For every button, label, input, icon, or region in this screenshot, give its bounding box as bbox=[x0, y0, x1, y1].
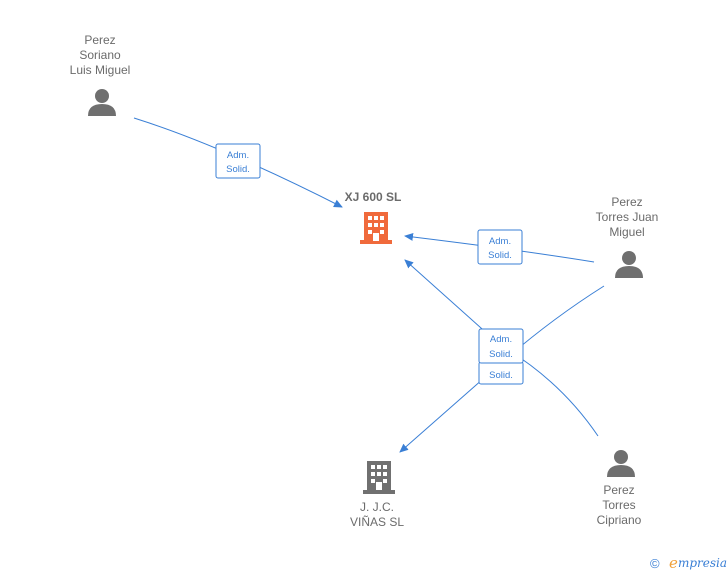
node-name-line2: Soriano bbox=[79, 48, 121, 62]
node-name-line2: Torres Juan bbox=[596, 210, 659, 224]
node-name-line3: Miguel bbox=[609, 225, 644, 239]
company-name-line2: VIÑAS SL bbox=[350, 515, 404, 529]
edge-label-juan-xj600: Adm. Solid. bbox=[477, 229, 523, 265]
node-name-line1: Perez bbox=[603, 483, 634, 497]
edge-label-soriano-xj600: Adm. Solid. bbox=[215, 143, 261, 179]
building-icon bbox=[363, 461, 395, 494]
edge-label-line2: Solid. bbox=[226, 164, 250, 175]
edge-label-cipriano-xj600: Adm. Solid. bbox=[478, 328, 524, 364]
company-name-line1: J. J.C. bbox=[360, 500, 394, 514]
node-xj600[interactable]: XJ 600 SL bbox=[345, 190, 402, 244]
edge-label-line1: Adm. bbox=[490, 334, 512, 345]
node-jjc-vinas[interactable]: J. J.C. VIÑAS SL bbox=[350, 461, 404, 529]
edge-label-line2: Solid. bbox=[488, 250, 512, 261]
company-name: XJ 600 SL bbox=[345, 190, 402, 204]
person-icon bbox=[607, 450, 635, 477]
edge-label-line1: Solid. bbox=[489, 370, 513, 381]
brand-name: mpresia bbox=[678, 556, 727, 570]
building-icon bbox=[360, 212, 392, 244]
node-name-line2: Torres bbox=[602, 498, 635, 512]
copyright-icon: © bbox=[650, 556, 660, 571]
person-icon bbox=[615, 251, 643, 278]
person-icon bbox=[88, 89, 116, 116]
brand-footer[interactable]: © e mpresia bbox=[650, 554, 727, 572]
node-name-line3: Luis Miguel bbox=[70, 63, 131, 77]
node-name-line1: Perez bbox=[611, 195, 642, 209]
edge-label-line1: Adm. bbox=[489, 236, 511, 247]
edge-label-cipriano-jjc: Solid. bbox=[478, 361, 524, 385]
node-name-line1: Perez bbox=[84, 33, 115, 47]
node-name-line3: Cipriano bbox=[597, 513, 642, 527]
node-perez-soriano[interactable]: Perez Soriano Luis Miguel bbox=[70, 33, 131, 116]
edge-label-line2: Solid. bbox=[489, 349, 513, 360]
node-perez-torres-cipriano[interactable]: Perez Torres Cipriano bbox=[597, 450, 642, 527]
edge-label-line1: Adm. bbox=[227, 150, 249, 161]
brand-initial: e bbox=[669, 554, 678, 572]
node-perez-torres-juan[interactable]: Perez Torres Juan Miguel bbox=[596, 195, 659, 278]
